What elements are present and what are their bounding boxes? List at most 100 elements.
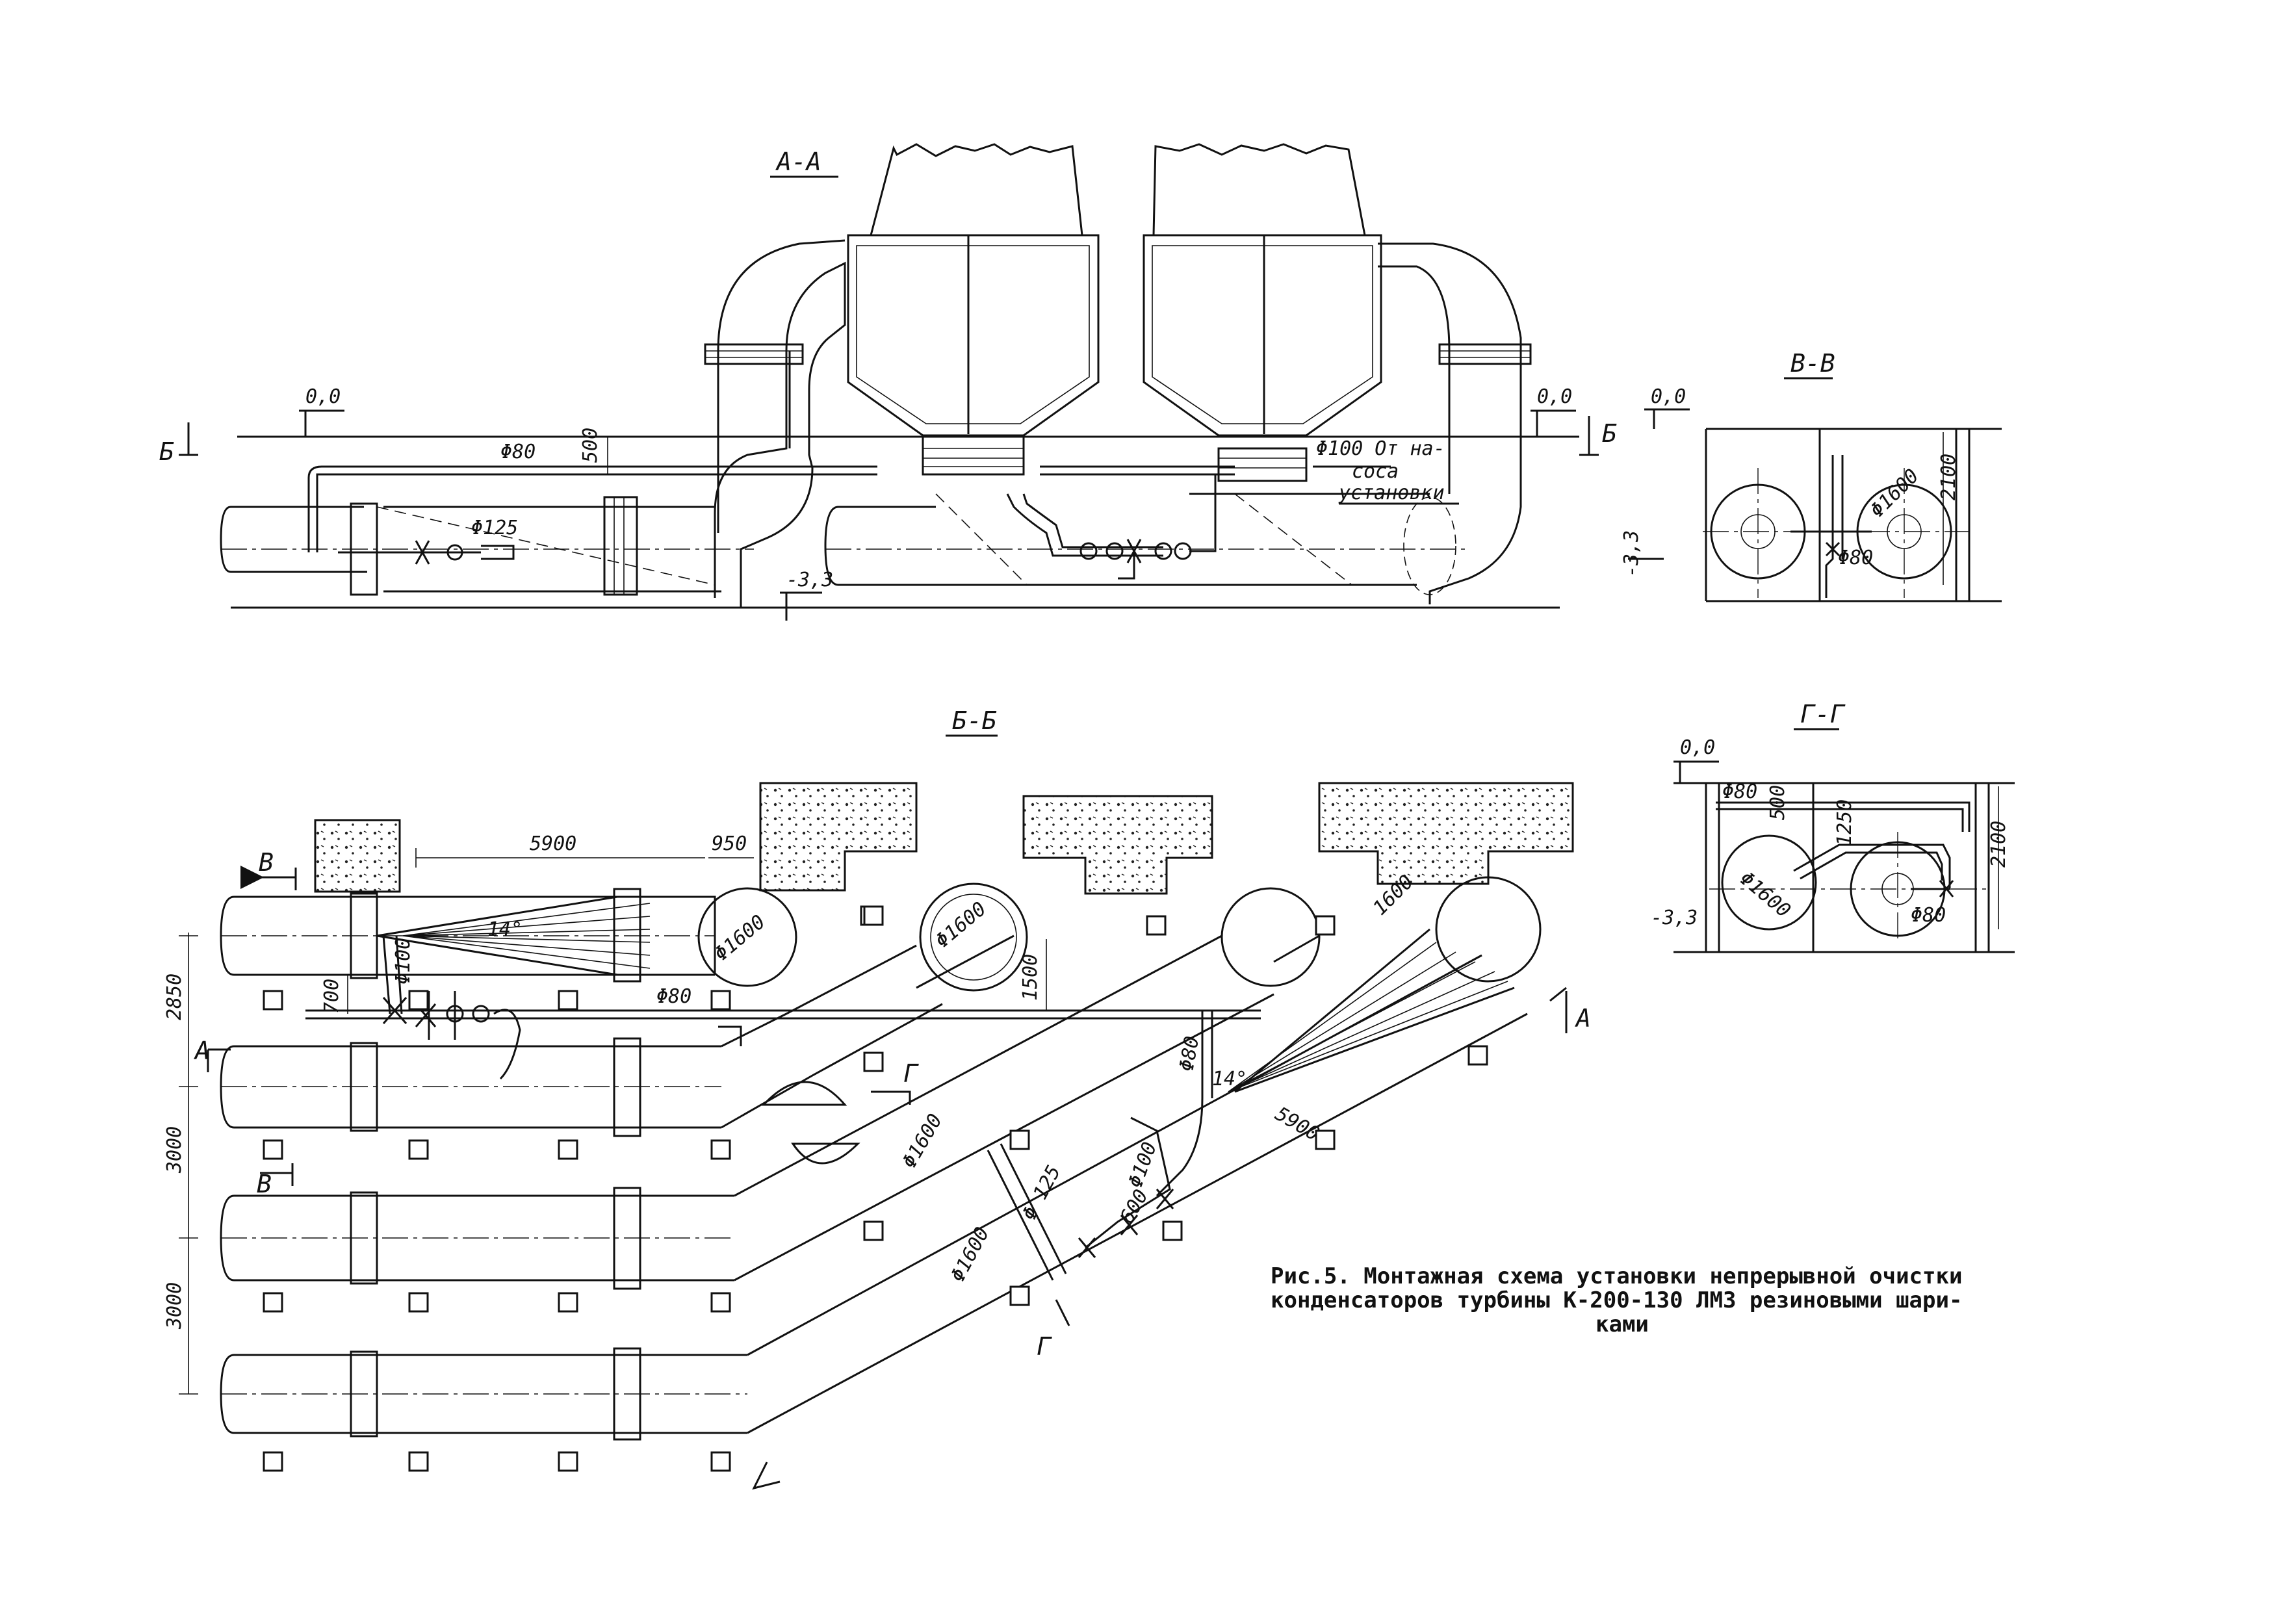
dim-chain-vertical — [179, 933, 198, 1395]
bb-dim-1500: 1500 — [1019, 954, 1042, 1001]
label-from-pump-2: соса — [1352, 460, 1399, 483]
pipe-flange — [613, 888, 641, 983]
cut-arrow — [207, 1048, 231, 1072]
turbine-exhaust-left — [870, 143, 1083, 237]
column — [408, 1292, 429, 1313]
fitting — [472, 1005, 490, 1023]
bb-cut-a-right: А — [1575, 1004, 1591, 1033]
ball-return-riser — [382, 935, 403, 1014]
condenser-neck — [1217, 447, 1308, 482]
section-vv-title: В-В — [1790, 349, 1835, 378]
diag-pump-line — [1085, 1116, 1171, 1249]
fitting — [481, 545, 515, 560]
column — [1467, 1045, 1488, 1066]
ball-line-phi80-edge — [316, 473, 877, 552]
main-pipe-middle — [824, 506, 1228, 586]
cut-mark-b-left: Б — [159, 437, 174, 466]
column — [1009, 1129, 1030, 1150]
valve-symbol — [1078, 1237, 1096, 1258]
plan-ball-line-phi80 — [305, 1009, 1261, 1020]
level-mark — [1531, 409, 1576, 437]
bb-label-phi1600-d: Φ1600 — [946, 1224, 994, 1286]
bb-dim-600: 600 — [1116, 1186, 1153, 1228]
ball-return-loop — [1006, 493, 1163, 557]
column — [1009, 1285, 1030, 1306]
gg-label-1250: 1250 — [1833, 799, 1856, 846]
cut-arrow — [1549, 986, 1568, 1033]
pipe-left-end — [220, 506, 367, 573]
bb-dim-700: 700 — [320, 979, 343, 1014]
foundation-block — [759, 782, 918, 892]
flange-lines — [1219, 458, 1306, 469]
pipe-end-circle — [697, 887, 797, 987]
cut-arrow — [871, 1090, 911, 1105]
bb-angle-14-b: 14° — [1212, 1068, 1247, 1090]
gg-label-phi80-bottom: Φ80 — [1911, 904, 1946, 927]
label-from-pump-1: Φ100 От на- — [1316, 437, 1445, 460]
pipe-flange-left — [603, 496, 638, 596]
gg-label-500: 500 — [1766, 785, 1789, 820]
column — [863, 905, 884, 926]
plan-pipe-run-3 — [220, 934, 1274, 1290]
section-gg-title: Г-Г — [1800, 700, 1846, 728]
cut-arrow — [260, 868, 297, 890]
section-g-plane — [987, 1143, 1067, 1281]
caption-line-2: конденсаторов турбины К-200-130 ЛМЗ рези… — [1271, 1287, 1962, 1313]
bb-label-phi100-a: Φ100 — [392, 938, 415, 985]
condenser-right-inner — [1152, 245, 1373, 424]
gg-level-top: 0,0 — [1680, 736, 1715, 759]
expansion-joint — [704, 343, 804, 365]
bb-dim-950: 950 — [712, 832, 747, 855]
cut-arrow — [1579, 416, 1599, 456]
pipe-flange — [613, 1037, 641, 1137]
bb-cut-g-bottom: Г — [1037, 1332, 1052, 1361]
column — [710, 1451, 731, 1472]
ball-return-loop-edge — [1022, 493, 1163, 548]
column — [1315, 915, 1336, 936]
gg-phi80-top — [1716, 801, 1970, 832]
bb-cut-v-top: В — [259, 848, 274, 877]
condenser-neck — [922, 434, 1025, 476]
vv-level-top: 0,0 — [1651, 385, 1686, 408]
pipe-bore-hidden — [1403, 496, 1456, 595]
ball-trap-cone — [376, 896, 716, 976]
gg-ball-pipe — [1793, 844, 1951, 890]
gg-pipe-section-left — [1721, 834, 1817, 931]
plan-pipe-run-4 — [220, 954, 1528, 1441]
section-gg-view: Г-Г 0,0 -3,3 Φ80 500 1250 2100 Φ1600 Φ80 — [1651, 700, 2015, 953]
vv-frame — [1705, 428, 2002, 602]
ball-collector — [761, 1081, 860, 1165]
column — [863, 1220, 884, 1241]
valve-symbol — [415, 540, 430, 565]
main-pipe-right — [1189, 493, 1430, 586]
fitting — [446, 544, 463, 561]
level-bottom: -3,3 — [786, 569, 833, 591]
valve-symbol — [1120, 1215, 1139, 1235]
vv-label-2100: 2100 — [1937, 454, 1960, 500]
gg-label-phi80-top: Φ80 — [1722, 780, 1757, 803]
water-box-elbow-left — [714, 261, 846, 608]
fitting — [1079, 542, 1098, 560]
elbow-upper — [717, 239, 846, 352]
bb-label-phi1600-b: Φ1600 — [931, 897, 991, 953]
column — [710, 1139, 731, 1160]
column — [408, 1139, 429, 1160]
column — [558, 1139, 578, 1160]
cut-arrow — [1055, 1299, 1070, 1326]
vv-label-phi1600: Φ1600 — [1866, 465, 1924, 522]
vv-ball-pipe — [1790, 455, 1872, 598]
level-mark — [299, 409, 344, 437]
drain-line — [1118, 551, 1135, 580]
bb-dim-3000-b: 3000 — [163, 1282, 186, 1330]
column — [863, 1051, 884, 1072]
label-phi80: Φ80 — [500, 441, 536, 463]
section-bb-view: Б-Б — [163, 706, 1591, 1490]
column — [710, 990, 731, 1011]
pipe-bend-walls — [916, 934, 1320, 989]
condenser-right — [1143, 234, 1382, 437]
pipe-end-circle — [1435, 876, 1542, 983]
label-from-pump-3: установки — [1338, 482, 1445, 504]
cut-arrow — [260, 1163, 294, 1186]
section-aa-title: А-А — [775, 148, 821, 176]
ball-trap-cone-diag — [1234, 928, 1515, 1093]
